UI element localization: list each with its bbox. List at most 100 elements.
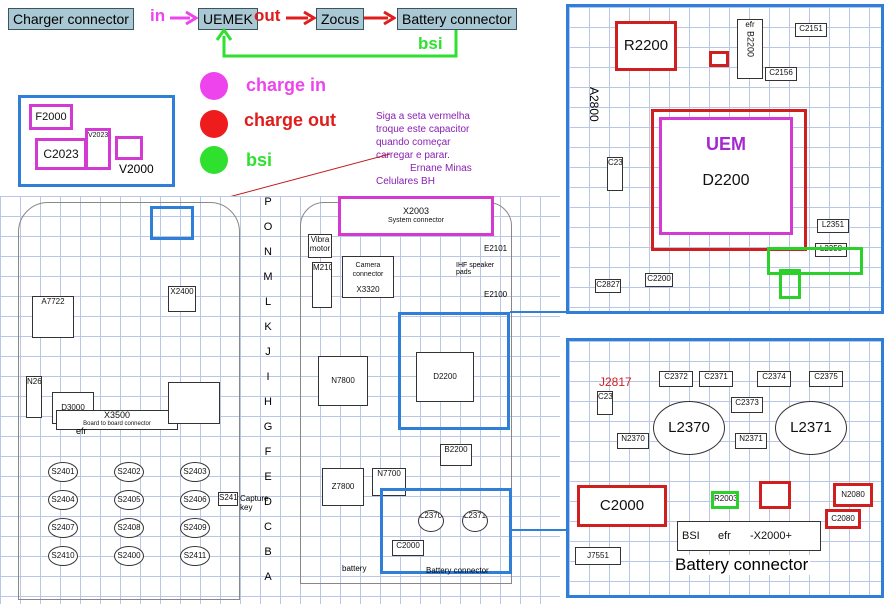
arrow-out-icon (286, 10, 316, 26)
row-o: O (263, 221, 273, 233)
charge-out-dot-icon (200, 110, 228, 138)
b2200-label: B2200 (745, 31, 756, 58)
ihf-label: IHF speaker pads (456, 262, 495, 276)
legend-bsi: bsi (246, 150, 273, 170)
row-j: J (265, 346, 271, 358)
key-s2406[interactable]: S2406 (180, 490, 210, 510)
right-module-part (168, 382, 220, 424)
l2371-part: L2371 (775, 401, 847, 455)
uem-chip: UEM D2200 (659, 117, 793, 235)
key-s2402[interactable]: S2402 (114, 462, 144, 482)
d2200-part: D2200 (416, 352, 474, 402)
c2151-part: C2151 (795, 23, 827, 37)
c2375-part: C2375 (809, 371, 843, 387)
r2200-part: R2200 (615, 21, 677, 71)
bsi-green-part-2 (779, 269, 801, 299)
flow-in-label: in (150, 6, 166, 25)
b2200-part: B2200 (440, 444, 472, 466)
bsi-pin-label: BSI (682, 530, 700, 542)
row-a: A (264, 571, 272, 583)
e2101-label: E2101 (484, 244, 508, 253)
key-s2408[interactable]: S2408 (114, 518, 144, 538)
v2000-label: V2000 (119, 162, 154, 176)
n2370-part: N2370 (617, 433, 649, 449)
note-line-4: carregar e parar. (376, 150, 450, 161)
b2200-part-zoom: efr B2200 (737, 19, 763, 79)
n2600-part: N2600 (26, 376, 42, 418)
row-f: F (264, 446, 272, 458)
c2827-part: C2827 (595, 279, 621, 293)
battery-efr-label: efr (718, 530, 731, 542)
battery-connector-title: Battery connector (673, 555, 811, 575)
row-b: B (264, 546, 272, 558)
bsi-dot-icon (200, 146, 228, 174)
c2000-small-part: C2000 (392, 540, 424, 556)
legend-charge-in: charge in (246, 75, 327, 95)
r2003-part: R2003 (711, 491, 739, 509)
x3500-sub-label: Board to board connector (83, 421, 151, 427)
b2200-efr-label: efr (745, 20, 755, 29)
m2103-part: M2103 (312, 262, 332, 308)
j7551-part: J7551 (575, 547, 621, 565)
e2100-label: E2100 (484, 290, 508, 299)
c2373-part: C2373 (731, 397, 763, 413)
row-i: I (266, 371, 270, 383)
left-inset-frame: F2000 C2023 V2023 V2000 (18, 95, 175, 187)
row-c: C (264, 521, 272, 533)
key-s2410[interactable]: S2410 (48, 546, 78, 566)
c2200-part: C2200 (645, 273, 673, 287)
n7800-part: N7800 (318, 356, 368, 406)
arrow-in-icon (170, 10, 198, 26)
x2400-part: X2400 (168, 286, 196, 312)
key-s2407[interactable]: S2407 (48, 518, 78, 538)
key-s2409[interactable]: S2409 (180, 518, 210, 538)
note-author: Ernane Minas (410, 163, 472, 174)
charge-in-dot-icon (200, 72, 228, 100)
a2800-label: A2800 (587, 87, 601, 122)
battery-label: battery (342, 564, 367, 573)
key-s2401[interactable]: S2401 (48, 462, 78, 482)
key-s2411[interactable]: S2411 (180, 546, 210, 566)
red-part-1 (759, 481, 791, 509)
l2351-part: L2351 (817, 219, 849, 233)
x2003-sub-label: System connector (387, 217, 445, 224)
x3320-label: X3320 (356, 285, 380, 294)
key-s2405[interactable]: S2405 (114, 490, 144, 510)
battery-conn-small-label: Battery connector (426, 566, 489, 575)
key-s2404[interactable]: S2404 (48, 490, 78, 510)
row-l: L (264, 296, 272, 308)
note-company: Celulares BH (376, 176, 435, 187)
camera-label: Camera connector (352, 262, 384, 278)
c2080-part: C2080 (825, 509, 861, 529)
c2350-part: C2350 (607, 157, 623, 191)
c2374-part: C2374 (757, 371, 791, 387)
d2200-zoom-label: D2200 (702, 172, 750, 189)
row-g: G (263, 421, 273, 433)
c2372-part: C2372 (659, 371, 693, 387)
key-s2403[interactable]: S2403 (180, 462, 210, 482)
d2200-zoom-frame (398, 312, 510, 430)
arrow-zocus-icon (364, 10, 396, 26)
c2000-part: C2000 (577, 485, 667, 527)
row-labels: P O N M L K J I H G F E D C B A (262, 196, 276, 604)
board-area: X2400 A7722 N2600 D3000 X3500 Board to b… (0, 196, 560, 604)
left-pcb-zoom-frame (150, 206, 194, 240)
row-e: E (264, 471, 272, 483)
c2202-part (709, 51, 729, 67)
uem-label: UEM (706, 134, 746, 154)
x2003-part: X2003 System connector (338, 196, 494, 236)
c2371-part: C2371 (699, 371, 733, 387)
key-s2400[interactable]: S2400 (114, 546, 144, 566)
zocus-box: Zocus (316, 8, 365, 30)
v2023-part: V2023 (85, 128, 111, 170)
l2370-small-part: L2370 (418, 510, 444, 532)
c2376-part: C2376 (597, 391, 613, 415)
flow-bsi-label: bsi (418, 34, 443, 53)
charger-connector-box: Charger connector (8, 8, 134, 30)
row-p: P (264, 196, 272, 208)
row-m: M (263, 271, 273, 283)
keypad: S2401 S2402 S2403 S2404 S2405 S2406 S240… (20, 460, 220, 572)
note-line-1: Siga a seta vermelha (376, 111, 470, 122)
capture-key-label: Capture key (240, 494, 269, 512)
v2000-part (115, 136, 143, 160)
